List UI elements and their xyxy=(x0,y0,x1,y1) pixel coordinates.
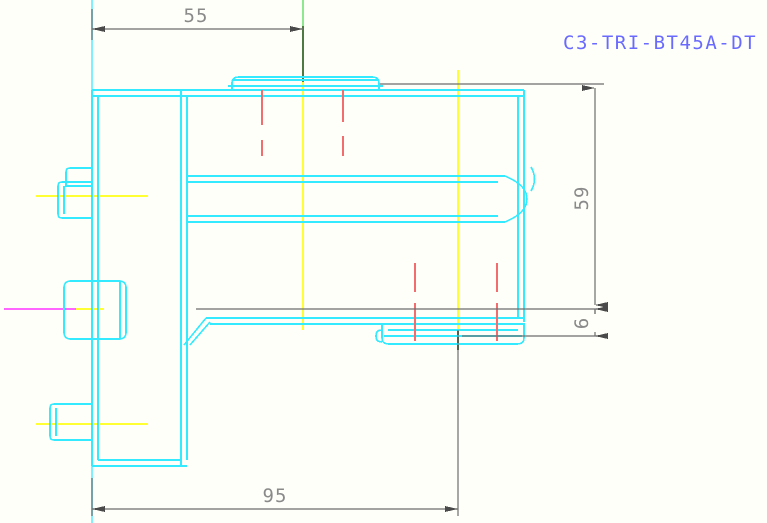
bottom-flange-outline xyxy=(381,323,525,345)
dim-95-text: 95 xyxy=(263,485,288,507)
chamfer-diagonal-inner xyxy=(189,321,211,346)
lower-boss-outline xyxy=(49,403,93,441)
bottom-flange-left-end-cap xyxy=(375,329,383,343)
upper-boss-main xyxy=(57,181,93,219)
dimensions-group xyxy=(91,9,608,516)
right-wall-arc-detail xyxy=(530,166,536,192)
part-number-label: C3-TRI-BT45A-DT xyxy=(563,32,757,54)
chamfer-diagonal-outer xyxy=(183,317,207,346)
top-flange-outline xyxy=(231,76,380,91)
center-left-block xyxy=(63,280,127,340)
upper-boss-small-tab xyxy=(65,167,93,187)
centerlines-group xyxy=(4,0,459,523)
cylinder-rounded-end xyxy=(504,175,528,223)
part-geometry-group xyxy=(49,76,536,467)
dim-6-text: 6 xyxy=(571,317,593,329)
dim-55-text: 55 xyxy=(184,5,209,27)
dim-59-text: 59 xyxy=(571,186,593,211)
